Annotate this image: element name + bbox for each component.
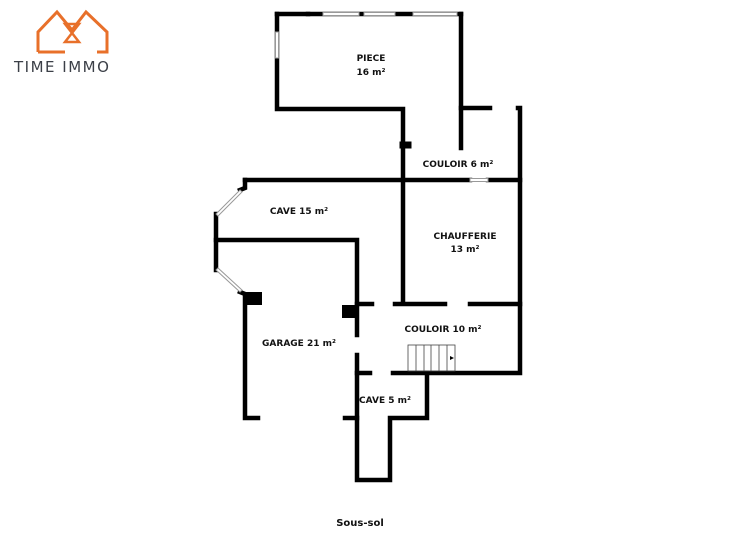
room-labels: PIECE 16 m² COULOIR 6 m² CAVE 15 m² CHAU… (262, 54, 496, 406)
room-cave-5: CAVE 5 m² (359, 396, 411, 406)
logo-hourglass-icon (62, 22, 82, 44)
room-piece-name: PIECE (357, 54, 386, 64)
room-couloir-10: COULOIR 10 m² (404, 325, 481, 335)
room-chaufferie-area: 13 m² (451, 245, 480, 255)
logo: TIME IMMO (13, 9, 110, 76)
room-chaufferie-name: CHAUFFERIE (433, 232, 496, 242)
windows (215, 12, 489, 293)
room-piece-area: 16 m² (357, 68, 386, 78)
stairs (407, 344, 456, 372)
logo-brand-text: TIME IMMO (13, 58, 110, 76)
room-cave-15: CAVE 15 m² (270, 207, 328, 217)
logo-house-icon (36, 9, 109, 54)
walls (213, 11, 523, 483)
floor-label: Sous-sol (336, 518, 384, 529)
room-garage: GARAGE 21 m² (262, 339, 336, 349)
room-couloir-6: COULOIR 6 m² (423, 160, 494, 170)
